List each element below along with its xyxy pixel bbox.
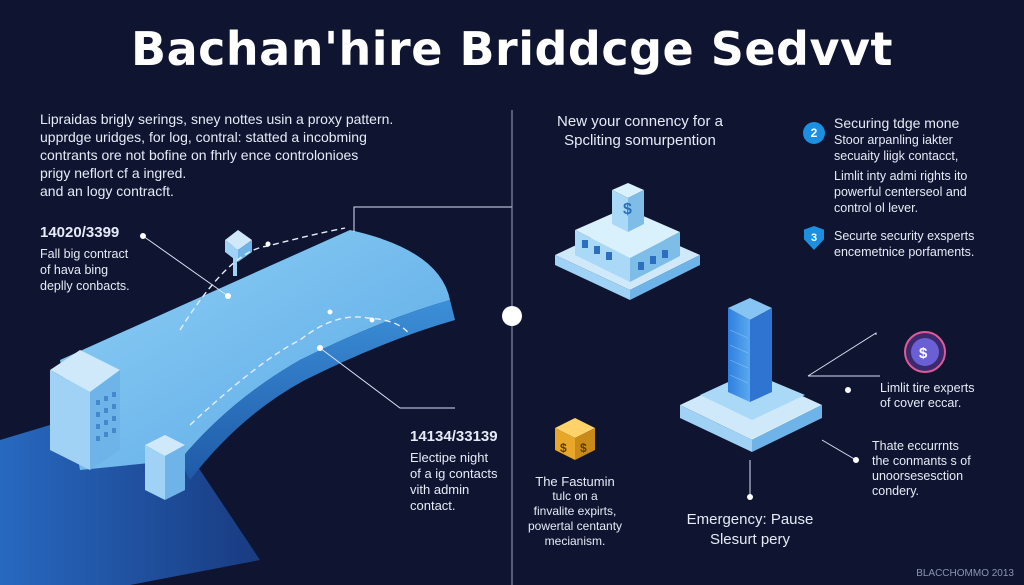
left-building — [50, 350, 185, 500]
page-title: Bachan'hire Briddcge Sedvvt — [131, 22, 893, 76]
mid-callout-line: Electipe night — [410, 450, 489, 465]
right-lower-line: Limlit tire experts — [880, 381, 975, 395]
center-top-line: New your connency for a — [557, 113, 723, 130]
emergency-caption: Emergency: Pause Slesurt pery — [670, 510, 830, 550]
bridge-deck — [60, 230, 450, 470]
right-lower-line: condery. — [872, 484, 920, 498]
coin-cube-icon: $ $ — [555, 418, 595, 460]
right-lower-line: unoorsesesction — [872, 469, 964, 483]
svg-text:$: $ — [580, 441, 587, 455]
right-item-line: control ol lever. — [834, 201, 919, 215]
svg-text:$: $ — [919, 345, 928, 362]
right-item-line: secuaity liigk contacct, — [834, 149, 959, 163]
right-lower-line: the conmants s of — [872, 454, 971, 468]
right-item-line: Stoor arpanling iakter — [834, 133, 953, 147]
coin-caption-line: mecianism. — [544, 534, 606, 548]
timeline-node — [502, 306, 522, 326]
emergency-line: Emergency: Pause — [686, 511, 814, 528]
coin-caption: The Fastumin tulc on a finvalite expirts… — [515, 474, 635, 549]
bridge-post — [225, 230, 252, 276]
coin-caption-line: tulc on a — [552, 489, 598, 503]
coin-caption-line: powertal centanty — [527, 519, 623, 533]
svg-text:$: $ — [623, 201, 632, 218]
dollar-token-icon: $ — [904, 331, 946, 373]
tower-icon — [680, 298, 822, 452]
right-item-1: Securing tdge mone Stoor arpanling iakte… — [834, 114, 1014, 164]
dollar-building-icon: $ — [555, 183, 700, 300]
right-item-3: Securte security exsperts encemetnice po… — [834, 228, 1014, 260]
right-lower-a: Limlit tire experts of cover eccar. — [880, 381, 1010, 411]
mid-callout-line: of a ig contacts — [410, 466, 498, 481]
right-item-line: Securte security exsperts — [834, 229, 975, 243]
intro-text: Lipraidas brigly serings, sney nottes us… — [40, 110, 440, 200]
mid-callout: 14134/33139 Electipe night of a ig conta… — [410, 428, 498, 514]
left-callout: 14020/3399 Fall big contract of hava bin… — [40, 224, 130, 294]
coin-caption-line: finvalite expirts, — [533, 504, 617, 518]
left-callout-line: of hava bing — [40, 263, 109, 277]
connector-lines — [142, 110, 880, 585]
intro-line: Lipraidas brigly serings, sney nottes us… — [40, 111, 394, 127]
center-top-line: Spcliting somurpention — [564, 132, 716, 149]
mid-callout-line: contact. — [410, 498, 456, 513]
intro-line: and an logy contracft. — [40, 183, 174, 199]
right-item-line: powerful centerseol and — [834, 185, 967, 199]
cable-lines — [179, 227, 411, 426]
intro-line: contrants ore not bofine on fhrly ence c… — [40, 147, 359, 163]
shield-icon: 3 — [804, 226, 824, 250]
right-item-2: Limlit inty admi rights ito powerful cen… — [834, 168, 1014, 216]
mid-callout-line: vith admin — [410, 482, 470, 497]
right-item-line: encemetnice porfaments. — [834, 245, 975, 259]
left-callout-line: deplly conbacts. — [40, 279, 130, 293]
step-badge-2: 2 — [803, 122, 825, 144]
right-lower-line: of cover eccar. — [880, 396, 962, 410]
coin-caption-line: The Fastumin — [535, 474, 615, 489]
right-lower-line: Thate eccurrnts — [872, 439, 959, 453]
svg-text:$: $ — [560, 441, 567, 455]
right-item-heading: Securing tdge mone — [834, 115, 960, 131]
intro-line: upprdge uridges, for log, contral: statt… — [40, 129, 367, 145]
left-callout-line: Fall big contract — [40, 247, 129, 261]
center-top-caption: New your connency for a Spcliting somurp… — [535, 112, 745, 150]
left-callout-heading: 14020/3399 — [40, 224, 120, 241]
intro-line: prigy neflort cf a ingred. — [40, 165, 187, 181]
right-item-line: Limlit inty admi rights ito — [834, 169, 968, 183]
cable-nodes — [265, 241, 375, 323]
right-lower-b: Thate eccurrnts the conmants s of unoors… — [872, 439, 1012, 499]
mid-callout-heading: 14134/33139 — [410, 428, 498, 445]
footer-credit: BLACCHOMMO 2013 — [916, 568, 1014, 579]
bridge-deck-side — [180, 300, 455, 480]
emergency-line: Slesurt pery — [709, 531, 791, 548]
